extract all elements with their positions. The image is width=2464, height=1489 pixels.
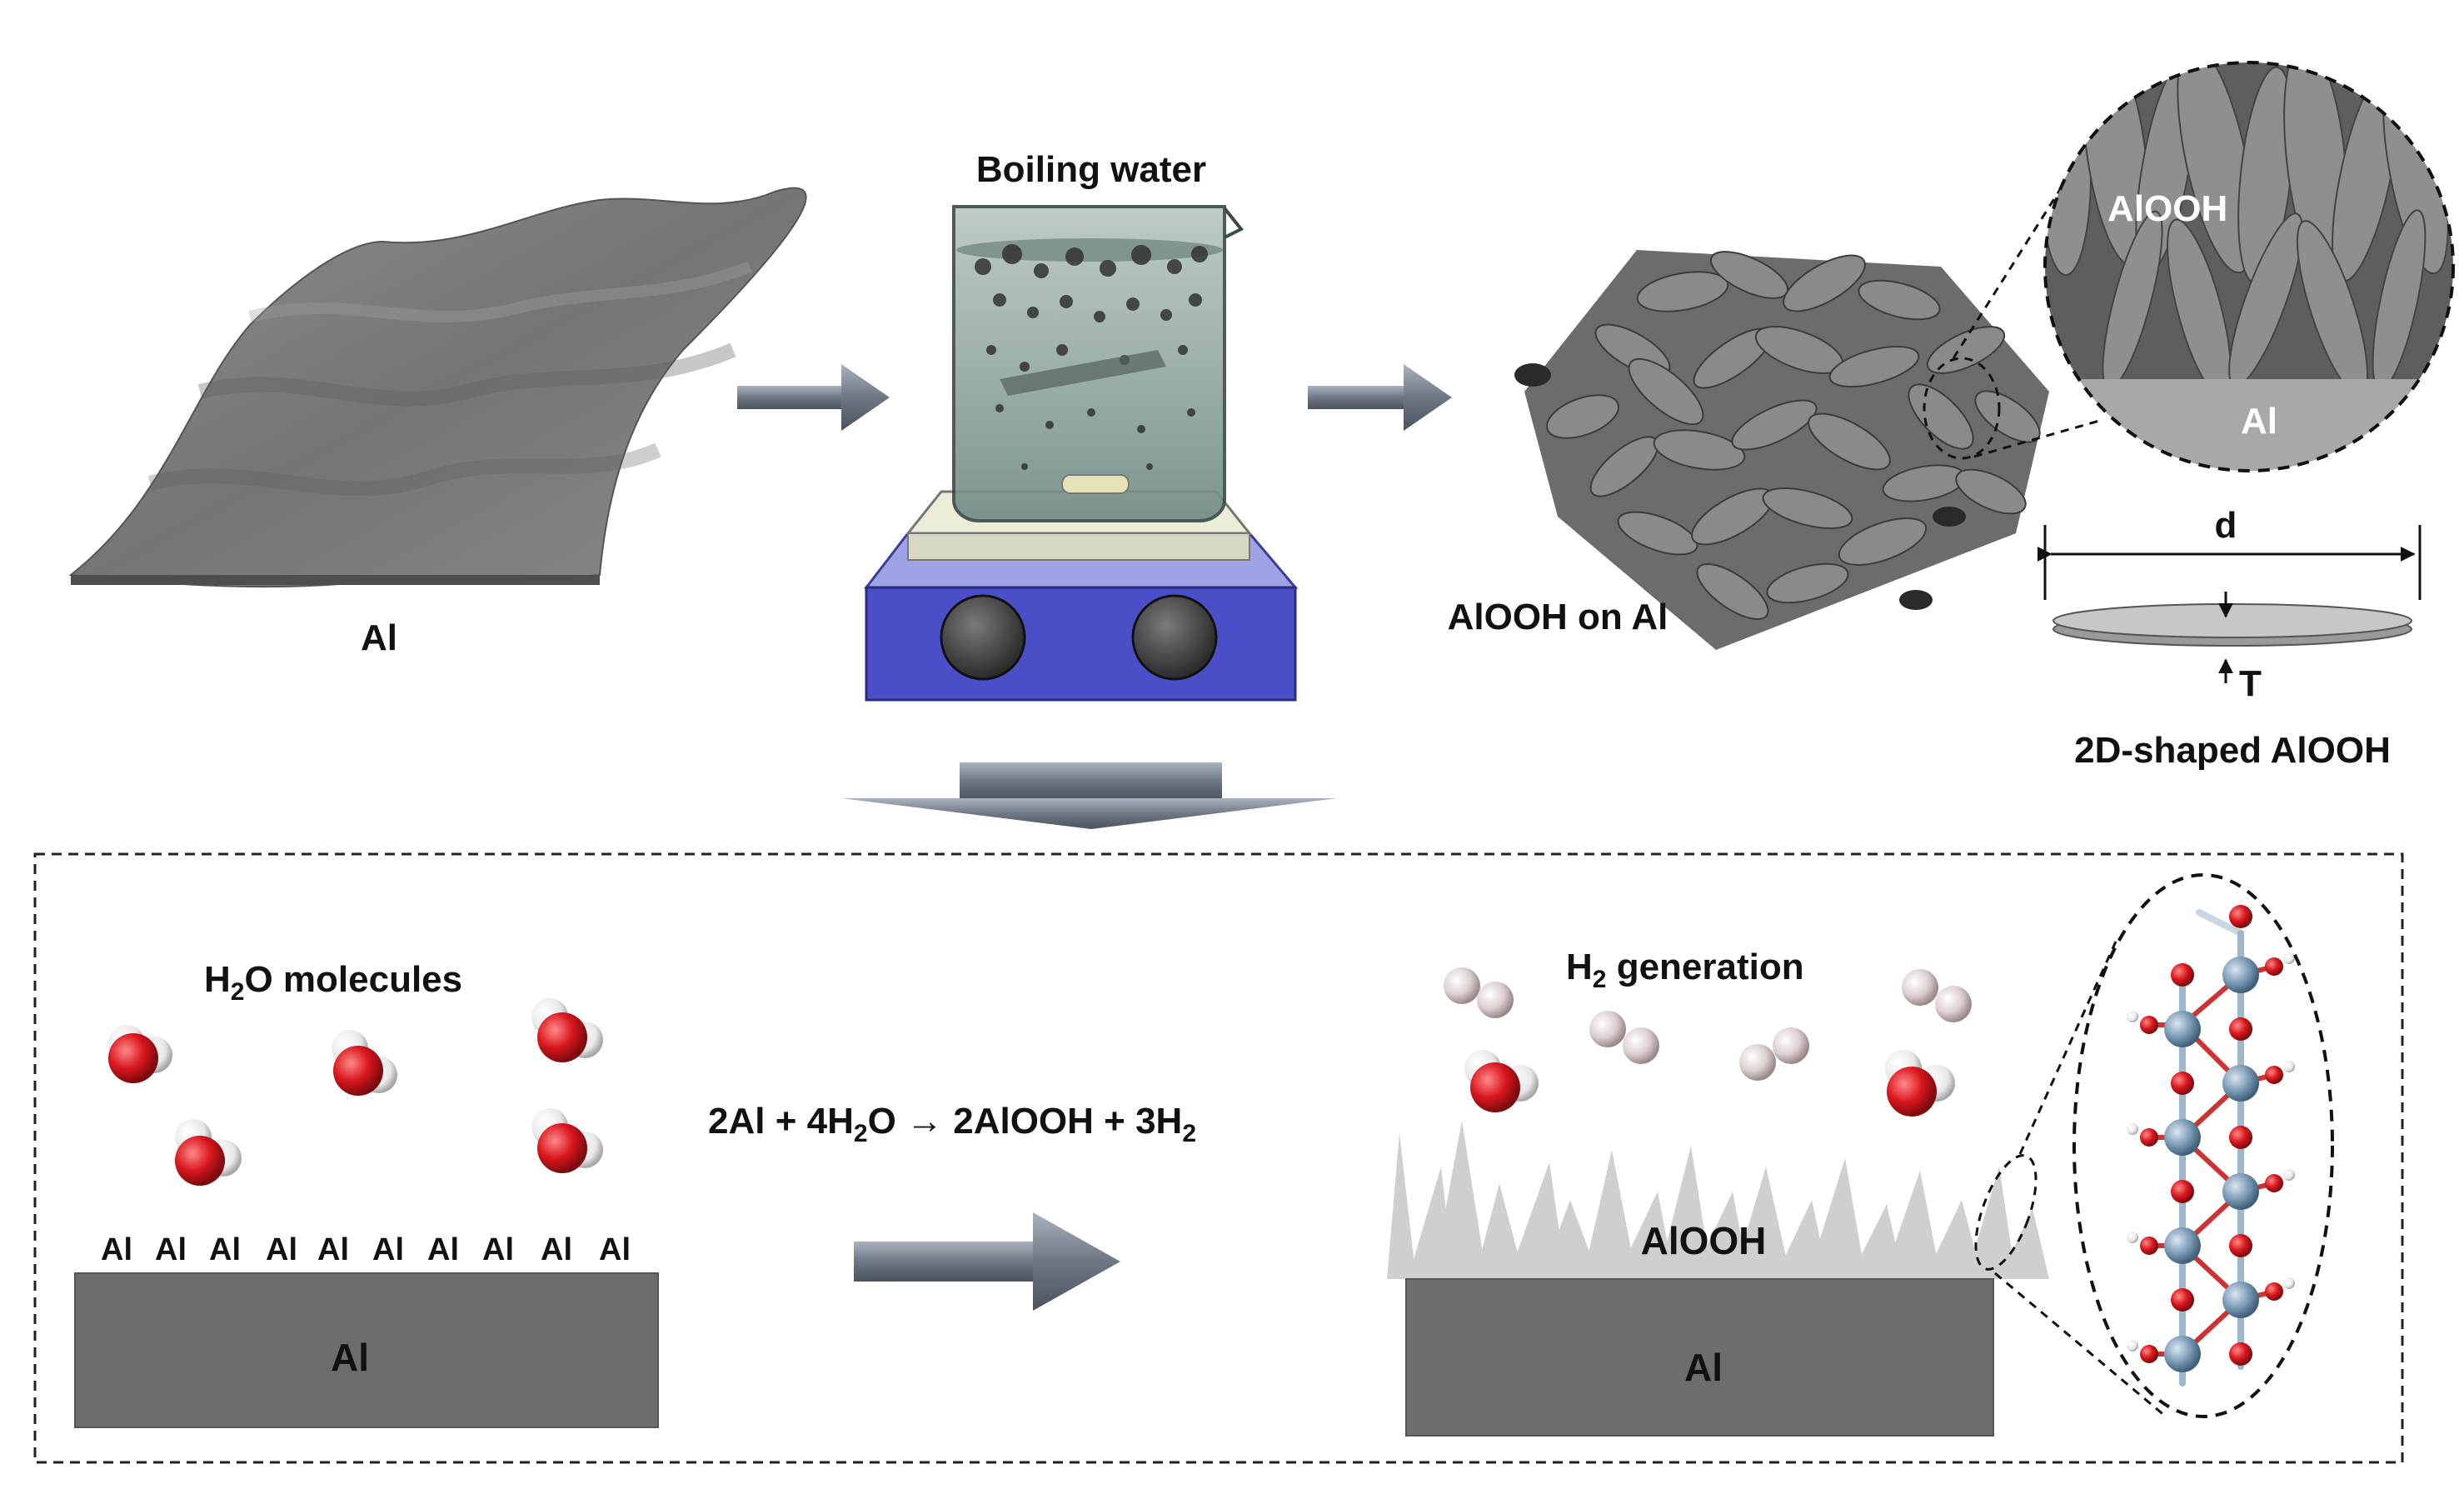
process-arrow-1 [737,364,890,431]
al-sheet [68,187,807,588]
water-molecules-left [108,998,603,1186]
surface-al-atom: Al [541,1232,572,1267]
platelet-diameter-label: d [2215,505,2237,546]
hydrogen-molecules [1444,967,1972,1081]
al-substrate-right [1405,1278,1994,1437]
surface-al-atom: Al [599,1232,631,1267]
h2-molecule [1589,1011,1659,1064]
water-molecules-right [1464,1050,1955,1117]
surface-al-atom: Al [155,1232,187,1267]
platelet-caption: 2D-shaped AlOOH [2074,730,2391,771]
platelet-thickness-label: T [2239,663,2262,704]
alooh-nanosheets [1387,1121,2049,1279]
h2o-molecules-label: H2O molecules [204,959,462,1006]
surface-al-atoms: Al Al Al Al Al Al Al Al Al Al [101,1232,631,1267]
zoom-line-lower [1973,419,2100,458]
h2-generation-label: H2 generation [1566,947,1804,993]
zoom-al-label: Al [2241,401,2277,442]
reaction-equation: 2Al + 4H2O → 2AlOOH + 3H2 [708,1101,1196,1147]
surface-al-atom: Al [101,1232,132,1267]
al-substrate-left [74,1272,659,1428]
zoom-alooh-label: AlOOH [2107,188,2227,229]
al-substrate-right-label: Al [1684,1346,1723,1389]
zoom-source-circle [1923,357,2001,460]
alooh-crystal-structure [2072,873,2334,1418]
water-molecule [1464,1050,1539,1112]
beaker-on-hotplate [863,205,1299,702]
water-molecule [332,1030,397,1096]
chain-zoom-line-upper [2018,941,2117,1155]
surface-al-atom: Al [482,1232,514,1267]
surface-al-atom: Al [427,1232,459,1267]
h2-molecule [1902,969,1972,1022]
water-molecule [108,1025,172,1083]
surface-al-atom: Al [266,1232,297,1267]
water-molecule [175,1119,242,1186]
beaker-label: Boiling water [976,149,1206,190]
water-molecule [531,998,603,1062]
process-arrow-2 [1308,364,1452,431]
water-molecule [531,1108,603,1173]
alooh-layer-label: AlOOH [1641,1219,1767,1262]
surface-al-atom: Al [209,1232,241,1267]
chain-zoom-line-lower [1994,1272,2167,1418]
alooh-on-al-label: AlOOH on Al [1448,597,1668,637]
surface-al-atom: Al [317,1232,349,1267]
chain-zoom-source [1974,1154,2038,1271]
al-substrate-left-label: Al [331,1336,369,1379]
platelet-diagram [2037,525,2422,683]
h2-molecule [1739,1027,1809,1081]
water-molecule [1885,1050,1955,1117]
surface-al-atom: Al [372,1232,404,1267]
alooh-on-al-block [1514,250,2049,650]
down-arrow [841,762,1337,829]
reaction-panel [33,852,2404,1464]
hotplate-knob-right [1131,594,1218,681]
h2-molecule [1444,967,1514,1018]
hotplate-knob-left [940,594,1026,681]
reaction-arrow [854,1212,1120,1311]
al-sheet-label: Al [361,617,397,658]
